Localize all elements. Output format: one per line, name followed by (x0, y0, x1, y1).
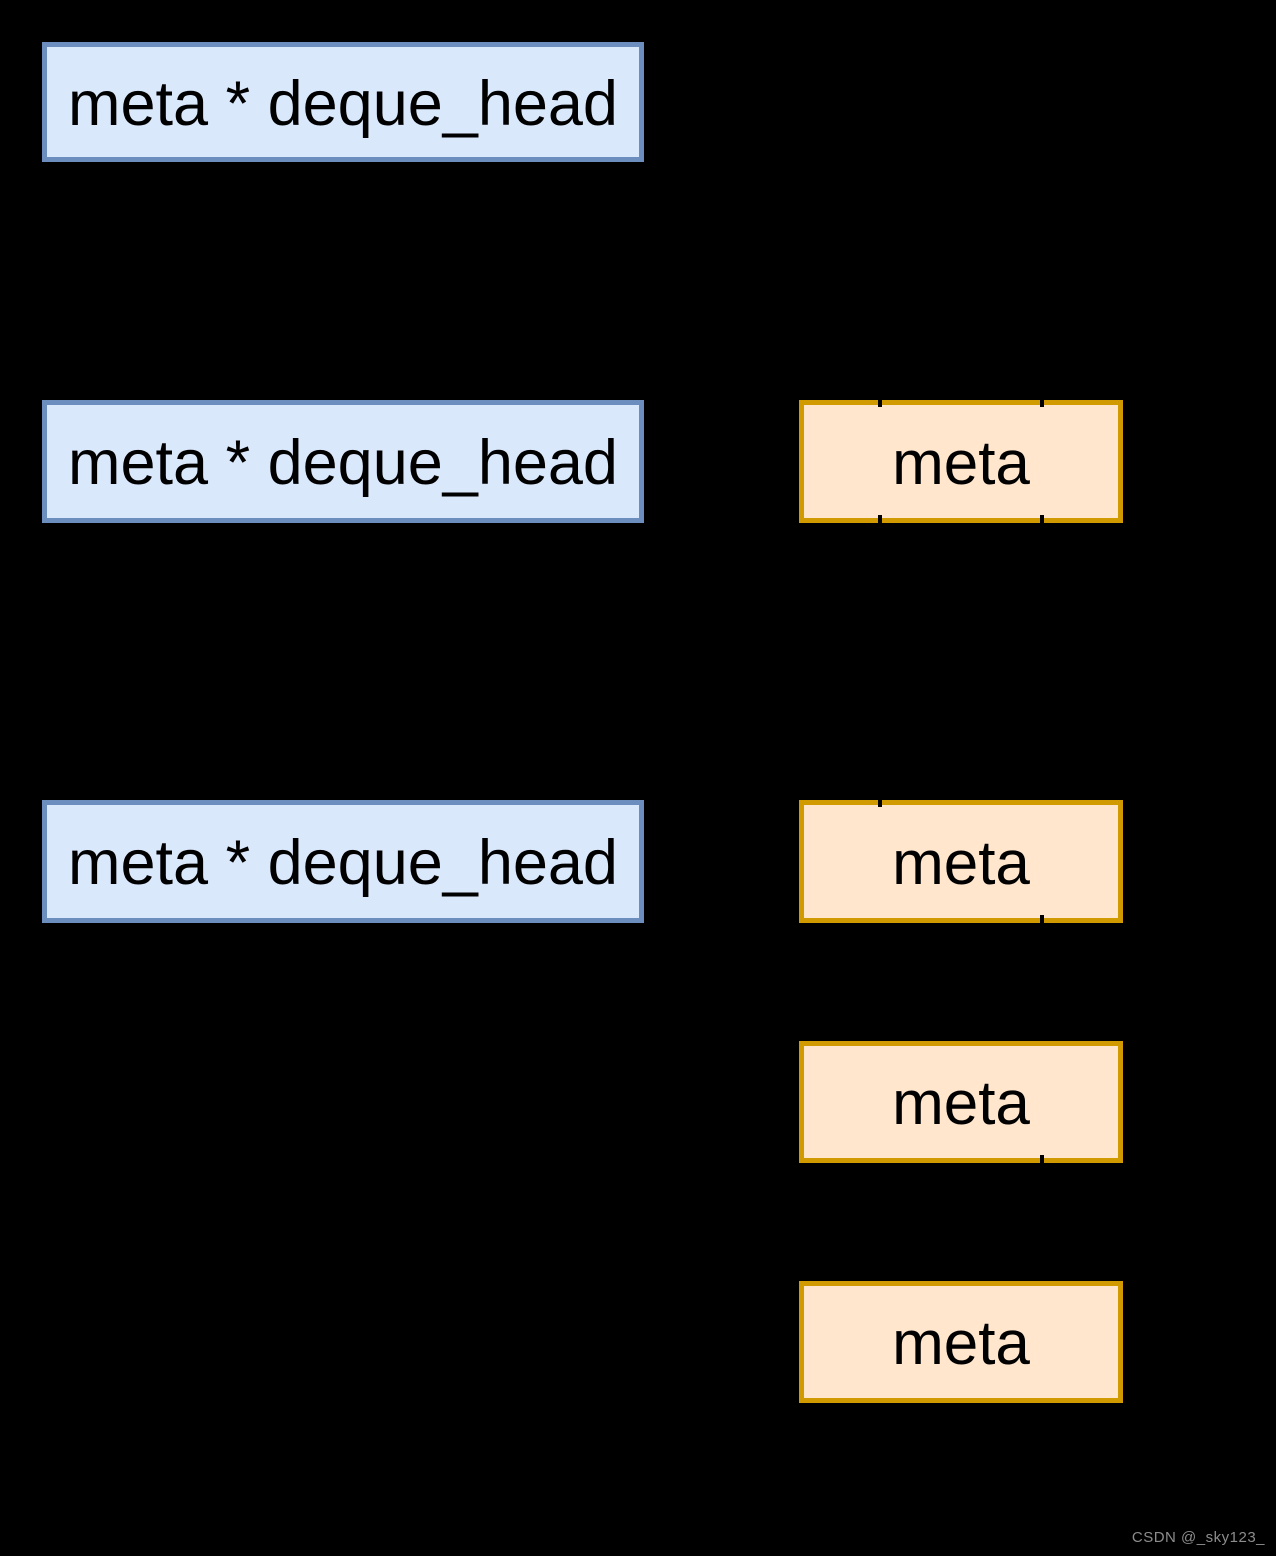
arrow-stub (878, 796, 882, 807)
meta-node-label: meta (892, 1069, 1030, 1138)
deque-head-pointer-box-2: meta * deque_head (42, 400, 644, 523)
deque-head-pointer-box-3: meta * deque_head (42, 800, 644, 923)
meta-node-box-2: meta (799, 800, 1123, 923)
deque-head-pointer-label: meta * deque_head (68, 828, 618, 898)
deque-head-pointer-box-1: meta * deque_head (42, 42, 644, 162)
meta-node-box-1: meta (799, 400, 1123, 523)
arrow-stub (878, 396, 882, 407)
arrow-stub (1040, 1155, 1044, 1166)
arrow-stub (1040, 515, 1044, 526)
deque-head-pointer-label: meta * deque_head (68, 68, 618, 139)
csdn-watermark: CSDN @_sky123_ (1131, 1529, 1265, 1546)
arrow-stub (1040, 396, 1044, 407)
meta-node-label: meta (892, 1309, 1030, 1378)
meta-node-box-3: meta (799, 1041, 1123, 1163)
meta-node-box-4: meta (799, 1281, 1123, 1403)
meta-node-label: meta (892, 828, 1030, 898)
meta-node-label: meta (892, 428, 1030, 498)
deque-head-pointer-label: meta * deque_head (68, 428, 618, 498)
arrow-stub (1040, 915, 1044, 926)
arrow-stub (878, 515, 882, 526)
